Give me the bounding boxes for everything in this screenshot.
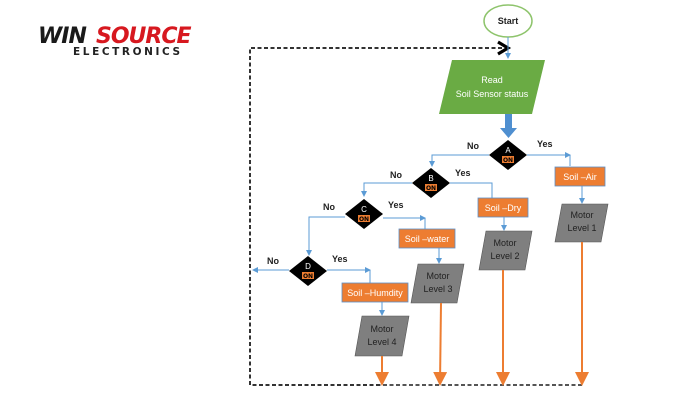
motor-4-line2: Level 4 (367, 337, 396, 347)
state-soil-water (398, 228, 456, 249)
connector (361, 182, 412, 197)
logo-source-text: SOURCE (96, 24, 192, 49)
decision-a-on: ON (503, 157, 513, 164)
state-soil-air-label: Soil –Air (563, 172, 597, 182)
logo-win-text: WIN (38, 24, 87, 49)
state-soil-dry (477, 197, 529, 218)
decision-b-yes: Yes (455, 168, 471, 178)
decision-c-no: No (323, 202, 335, 212)
on-icon-c (358, 215, 370, 222)
decision-c-on: ON (359, 216, 369, 223)
motor-4-line1: Motor (370, 324, 393, 334)
decision-a-id: A (505, 146, 511, 155)
motor-1-line2: Level 1 (567, 223, 596, 233)
on-icon-a (502, 156, 514, 163)
connector (306, 216, 345, 256)
motor-3-line1: Motor (426, 271, 449, 281)
motor-level-4 (354, 315, 410, 357)
decision-d-yes: Yes (332, 254, 348, 264)
read-label-line2: Soil Sensor status (456, 89, 529, 99)
loop-back-line (249, 40, 512, 386)
motor-level-3 (410, 263, 465, 304)
logo-subtitle: ELECTRONICS (73, 46, 183, 58)
decision-b-on: ON (426, 185, 436, 192)
motor-2-line1: Motor (493, 238, 516, 248)
big-down-arrow (500, 114, 517, 138)
decision-b-no: No (390, 170, 402, 180)
state-soil-humidity-label: Soil –Humdity (347, 288, 403, 298)
start-label: Start (498, 16, 519, 26)
decision-a-no: No (467, 141, 479, 151)
motor-2-line2: Level 2 (490, 251, 519, 261)
state-soil-dry-label: Soil –Dry (485, 203, 522, 213)
motor-level-2 (478, 230, 533, 271)
state-soil-water-label: Soil –water (405, 234, 450, 244)
state-soil-humidity (341, 282, 409, 303)
connector (429, 154, 489, 167)
motor-3-line2: Level 3 (423, 284, 452, 294)
decision-c-id: C (361, 205, 367, 214)
on-icon-b (425, 184, 437, 191)
motor-level-1 (554, 203, 609, 243)
winsource-logo: WIN SOURCE ELECTRONICS (38, 24, 213, 64)
decision-d-on: ON (303, 273, 313, 280)
decision-a (489, 140, 527, 170)
decision-d-id: D (305, 262, 311, 271)
read-label-line1: Read (481, 75, 503, 85)
decision-d-no: No (267, 256, 279, 266)
decision-d (289, 256, 327, 286)
decision-b-id: B (428, 174, 433, 183)
decision-c (345, 199, 383, 229)
read-sensor-box (439, 60, 545, 114)
motor-1-line1: Motor (570, 210, 593, 220)
on-icon-d (302, 272, 314, 279)
state-soil-air (554, 166, 606, 187)
decision-b (412, 168, 450, 198)
decision-a-yes: Yes (537, 139, 553, 149)
connector (433, 302, 448, 386)
decision-c-yes: Yes (388, 200, 404, 210)
connector (450, 182, 493, 198)
